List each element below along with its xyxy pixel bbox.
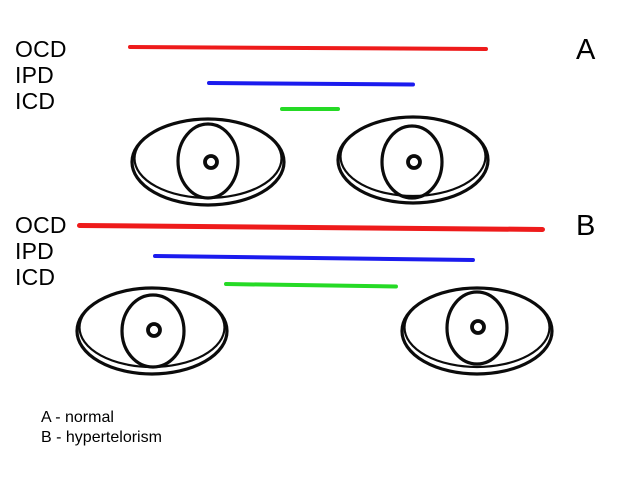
icd-label-b: ICD xyxy=(15,264,56,290)
pupil xyxy=(203,154,219,170)
ipd-label-b: IPD xyxy=(15,238,54,264)
eye-outline-inner-stroke xyxy=(339,115,487,198)
icd-label-a: ICD xyxy=(15,88,56,114)
legend-item-hypertelorism: B - hypertelorism xyxy=(41,429,162,446)
eye-outline-inner-stroke xyxy=(403,286,551,369)
eye-a-left xyxy=(130,117,286,207)
iris xyxy=(380,124,444,200)
ocd-label-a: OCD xyxy=(15,36,67,62)
icd-line-b xyxy=(223,281,399,288)
ocd-label-b: OCD xyxy=(15,212,67,238)
ipd-label-a: IPD xyxy=(15,62,54,88)
legend: A - normal B - hypertelorism xyxy=(41,408,162,448)
pupil xyxy=(146,322,162,338)
icd-line-a xyxy=(280,107,340,111)
ocd-line-b xyxy=(76,223,546,232)
ipd-line-a xyxy=(206,80,416,86)
section-letter-b: B xyxy=(576,210,596,242)
measure-labels-section-b: OCD IPD ICD xyxy=(15,212,67,290)
eye-b-right xyxy=(400,286,554,376)
ocd-line-a xyxy=(127,45,489,51)
measure-labels-section-a: OCD IPD ICD xyxy=(15,36,67,114)
iris xyxy=(120,293,186,369)
eye-b-left xyxy=(75,286,229,376)
iris xyxy=(176,122,240,200)
eye-a-right xyxy=(336,115,490,205)
iris xyxy=(445,290,509,366)
ipd-line-b xyxy=(152,254,476,262)
pupil xyxy=(406,154,422,170)
pupil xyxy=(470,319,486,335)
section-letter-a: A xyxy=(576,34,596,66)
legend-item-normal: A - normal xyxy=(41,409,114,426)
